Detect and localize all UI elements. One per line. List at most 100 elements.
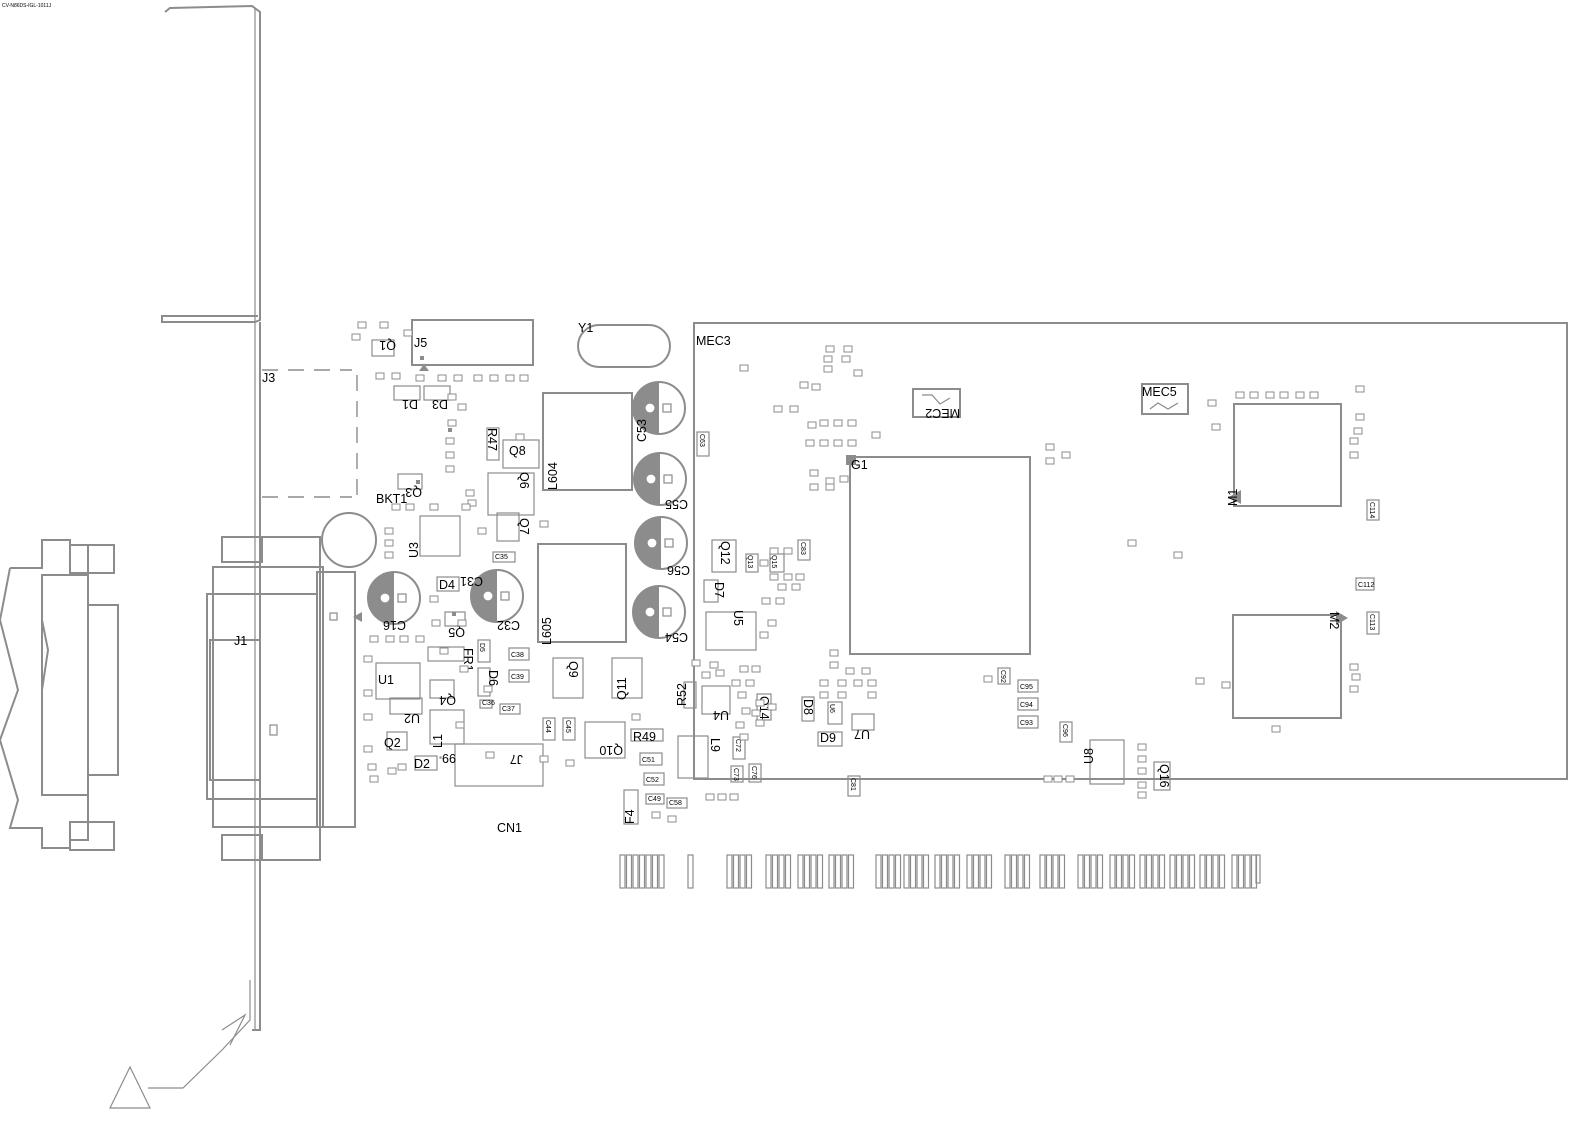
smd-pad <box>384 539 394 547</box>
label-c38: C38 <box>511 652 524 659</box>
edge-finger <box>1039 854 1046 889</box>
smd-pad <box>751 709 761 717</box>
label-c96: C96 <box>1061 724 1068 737</box>
smd-pad <box>457 403 467 411</box>
smd-pad <box>1221 681 1231 689</box>
transistor-q6: Q6 <box>487 472 535 516</box>
edge-finger <box>934 854 941 889</box>
connector-j1: J1 <box>0 536 362 861</box>
label-bkt1: BKT1 <box>376 492 407 506</box>
edge-finger <box>1244 854 1251 889</box>
edge-finger <box>797 854 804 889</box>
edge-finger <box>803 854 811 889</box>
edge-finger <box>903 854 910 889</box>
capacitor-c92: C92 <box>997 667 1011 685</box>
capacitor-c52: C52 <box>643 772 665 786</box>
label-c56: C56 <box>667 563 690 577</box>
label-66: 66 <box>439 752 456 766</box>
label-c52: C52 <box>646 777 659 784</box>
label-d8: D8 <box>801 699 815 715</box>
label-66: 66 <box>442 752 456 766</box>
capacitor-c53: C53 <box>632 381 686 442</box>
smd-pad <box>777 583 787 591</box>
smd-pad <box>819 419 829 427</box>
edge-finger <box>1158 854 1166 889</box>
smd-pad <box>853 679 863 687</box>
smd-pad <box>461 503 471 511</box>
diode-d6: D6 <box>477 667 500 697</box>
smd-pad <box>847 439 857 447</box>
smd-pad <box>717 793 727 801</box>
label-c112: C112 <box>1358 582 1374 589</box>
ic-u6: U6 <box>827 701 843 725</box>
label-c31: C31 <box>460 574 483 588</box>
capacitor-c32: C32 <box>470 569 524 632</box>
smd-pad <box>357 321 367 329</box>
edge-finger <box>953 854 961 889</box>
smd-pad <box>1355 413 1365 421</box>
smd-pad <box>1211 423 1221 431</box>
ic-u4: U4 <box>701 685 731 722</box>
edge-finger <box>922 854 930 889</box>
label-q7: Q7 <box>517 518 531 535</box>
label-u2: U2 <box>404 711 420 725</box>
svg-text:L605: L605 <box>540 617 554 645</box>
label-q13: Q13 <box>746 555 753 568</box>
mec2: MEC2 <box>912 388 961 420</box>
edge-finger <box>810 854 817 889</box>
svg-text:M1: M1 <box>1226 489 1240 506</box>
diode-d4: D4 <box>436 576 460 592</box>
edge-finger <box>1255 854 1261 884</box>
edge-finger <box>1188 854 1196 889</box>
smd-pad <box>767 703 777 711</box>
capacitor-c55: C55 <box>633 452 688 511</box>
label-q12: Q12 <box>718 541 732 565</box>
transistor-q9: Q9 <box>552 657 584 699</box>
label-q4: Q4 <box>439 693 456 707</box>
edge-finger <box>841 854 848 889</box>
mec5: MEC5 <box>1141 383 1189 415</box>
capacitor-c81: C81 <box>847 775 861 797</box>
transistor-q12: Q12 <box>711 539 737 573</box>
smd-pad <box>701 671 711 679</box>
label-r49: R49 <box>633 730 656 744</box>
smd-pad <box>391 503 401 511</box>
edge-finger <box>658 854 665 889</box>
label-l1: L1 <box>431 734 445 748</box>
ic-u5: U5 <box>705 610 757 651</box>
smd-pad <box>1295 391 1305 399</box>
label-c95: C95 <box>1020 684 1033 691</box>
label-c73: C73 <box>732 768 739 781</box>
edge-finger <box>1212 854 1219 889</box>
capacitor-c95: C95 <box>1017 679 1039 693</box>
smd-pad <box>1265 391 1275 399</box>
smd-pad <box>833 439 843 447</box>
smd-pad <box>363 745 373 753</box>
edge-finger <box>1122 854 1129 889</box>
label-q16: Q16 <box>1157 764 1171 788</box>
smd-pad <box>459 665 469 673</box>
label-r47: R47 <box>485 428 499 451</box>
capacitor-c44: C44 <box>542 717 556 741</box>
smd-pad <box>477 527 487 535</box>
smd-pad <box>769 547 779 555</box>
label-q11: Q11 <box>615 677 629 700</box>
label-j7: J7 <box>510 752 523 766</box>
edge-finger <box>625 854 633 889</box>
smd-pad <box>416 480 420 484</box>
smd-pad <box>837 679 847 687</box>
capacitor-c37: C37 <box>499 703 521 715</box>
smd-pad <box>751 665 761 673</box>
label-c35: C35 <box>495 554 508 561</box>
transistor-q4: Q4 <box>429 679 456 707</box>
label-d4: D4 <box>439 578 455 592</box>
smd-pad <box>867 691 877 699</box>
label-c63: C63 <box>698 434 705 447</box>
edge-finger <box>771 854 779 889</box>
connector-j7: J7 <box>454 743 544 787</box>
edge-finger <box>619 854 626 889</box>
crystal-y1: Y1 <box>577 321 671 368</box>
smd-pad <box>843 345 853 353</box>
inductor-l605: L605 <box>537 543 627 645</box>
label-cn1: CN1 <box>497 821 522 835</box>
